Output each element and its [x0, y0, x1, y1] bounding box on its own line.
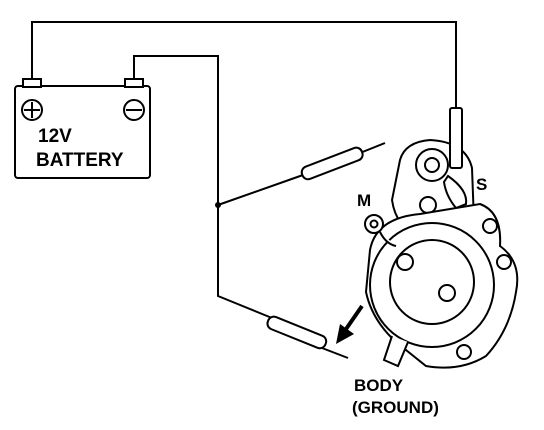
terminal-m-label: M [357, 191, 371, 210]
mounting-hole-upper [396, 253, 414, 271]
ground-arrow-icon [336, 304, 364, 344]
m-terminal-strap [379, 231, 397, 247]
wires [31, 21, 457, 359]
housing-bolt-lower [456, 344, 472, 360]
battery-negative-post [124, 78, 144, 88]
ground-label-body: BODY [354, 376, 404, 395]
housing-bolt-right [496, 254, 512, 270]
solenoid-cap-nut [424, 157, 440, 173]
ground-label-ground: (GROUND) [352, 398, 439, 417]
probe-tip-m-terminal [359, 142, 386, 154]
pinion-housing [389, 239, 475, 325]
wire-battery-positive-to-s-terminal [31, 21, 457, 110]
battery-label-voltage: 12V [38, 126, 72, 147]
test-probe-m-lead [300, 146, 364, 181]
wire-junction-dot [215, 202, 221, 208]
wire-battery-negative-to-ground [133, 55, 273, 319]
battery-label-name: BATTERY [36, 150, 124, 171]
wire-tap-to-m-terminal-probe [217, 174, 304, 206]
battery-positive-post [22, 78, 42, 88]
positive-terminal-icon [21, 99, 43, 121]
starter-motor [364, 107, 519, 369]
m-terminal-stud [369, 219, 379, 229]
terminal-s-label: S [476, 175, 487, 194]
probe-tip-ground [321, 347, 349, 359]
housing-bolt-upper [482, 218, 498, 234]
test-probe-ground-lead [266, 315, 328, 350]
battery: 12V BATTERY [14, 78, 151, 179]
housing-lower-tab [382, 335, 409, 368]
mounting-hole-lower [438, 284, 456, 302]
solenoid-bolt [419, 196, 437, 214]
s-terminal-lead-plug [449, 107, 463, 169]
battery-case [14, 85, 151, 179]
negative-terminal-icon [123, 99, 145, 121]
